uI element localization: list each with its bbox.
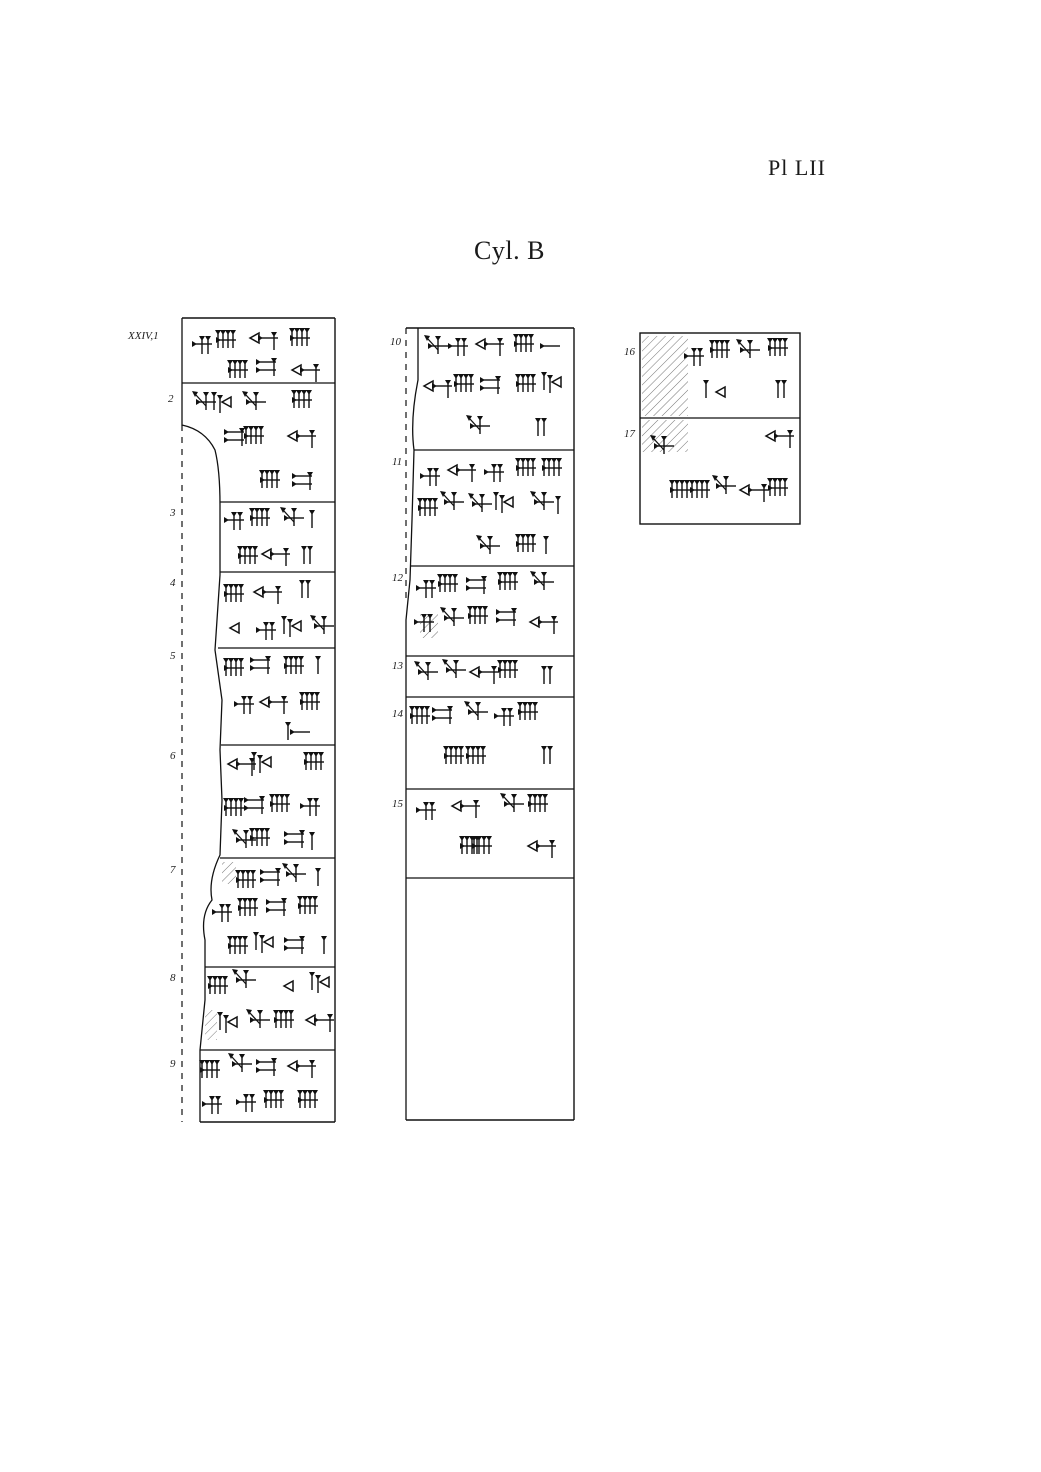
line-label: 9 xyxy=(170,1058,176,1070)
column-1 xyxy=(181,317,336,1123)
column-2 xyxy=(405,327,575,1121)
plate-title: Cyl. B xyxy=(474,236,545,265)
line-label: 11 xyxy=(392,456,403,468)
line-label: 5 xyxy=(170,650,176,662)
line-label: 17 xyxy=(624,428,635,440)
plate-number: Pl LII xyxy=(768,155,826,180)
line-label: 15 xyxy=(392,798,403,810)
line-label: 3 xyxy=(170,507,176,519)
line-label: 13 xyxy=(392,660,403,672)
line-label: 2 xyxy=(168,393,174,405)
line-label: XXIV,1 xyxy=(128,330,159,342)
line-label: 8 xyxy=(170,972,176,984)
line-label: 12 xyxy=(392,572,403,584)
line-label: 10 xyxy=(390,336,401,348)
line-label: 6 xyxy=(170,750,176,762)
line-label: 4 xyxy=(170,577,176,589)
line-label: 7 xyxy=(170,864,176,876)
line-label: 14 xyxy=(392,708,403,720)
column-3 xyxy=(639,332,801,525)
line-label: 16 xyxy=(624,346,635,358)
